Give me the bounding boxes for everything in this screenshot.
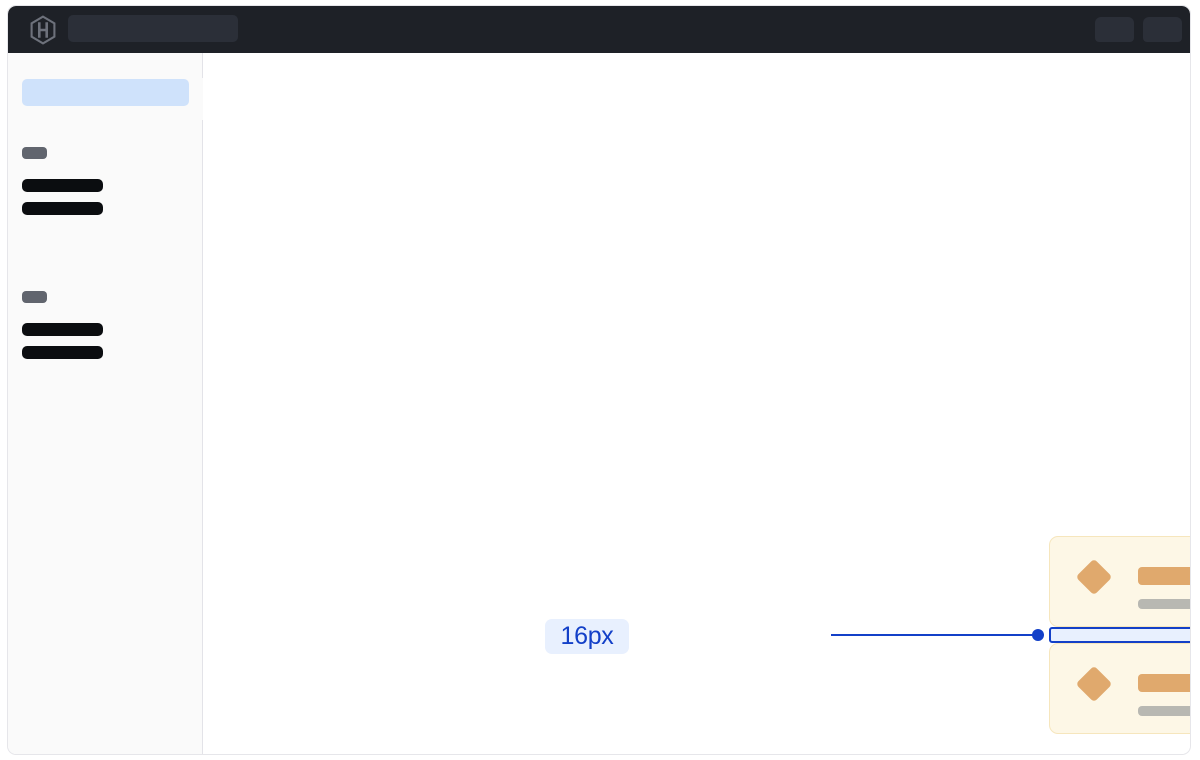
search-input[interactable] bbox=[68, 15, 238, 42]
sidebar bbox=[8, 53, 216, 754]
measurement-value-badge: 16px bbox=[545, 619, 629, 654]
top-bar bbox=[8, 6, 1190, 53]
app-window: 16px bbox=[8, 6, 1190, 754]
card-subtitle bbox=[1138, 706, 1190, 716]
topbar-action-a-button[interactable] bbox=[1095, 17, 1134, 42]
main-canvas: 16px bbox=[203, 53, 1190, 754]
diamond-icon bbox=[1075, 558, 1113, 596]
sidebar-group-1-label bbox=[22, 147, 47, 159]
sidebar-item-1-1[interactable] bbox=[22, 179, 103, 192]
card-subtitle bbox=[1138, 599, 1190, 609]
sidebar-item-1-2[interactable] bbox=[22, 202, 103, 215]
hexagon-logo-icon[interactable] bbox=[27, 14, 59, 46]
card-stack bbox=[1049, 536, 1190, 734]
sidebar-group-2-label bbox=[22, 291, 47, 303]
sidebar-group-2 bbox=[22, 291, 189, 359]
spec-card[interactable] bbox=[1049, 643, 1190, 734]
measurement-leader-line bbox=[831, 634, 1043, 636]
card-title bbox=[1138, 567, 1190, 585]
measure-endpoint-dot-icon bbox=[1032, 629, 1044, 641]
sidebar-group-1 bbox=[22, 147, 189, 215]
spec-card[interactable] bbox=[1049, 536, 1190, 627]
topbar-action-b-button[interactable] bbox=[1143, 17, 1182, 42]
card-title bbox=[1138, 674, 1190, 692]
sidebar-item-active[interactable] bbox=[22, 79, 189, 106]
diamond-icon bbox=[1075, 665, 1113, 703]
measurement-gap-highlight bbox=[1049, 627, 1190, 643]
sidebar-item-2-1[interactable] bbox=[22, 323, 103, 336]
sidebar-item-2-2[interactable] bbox=[22, 346, 103, 359]
